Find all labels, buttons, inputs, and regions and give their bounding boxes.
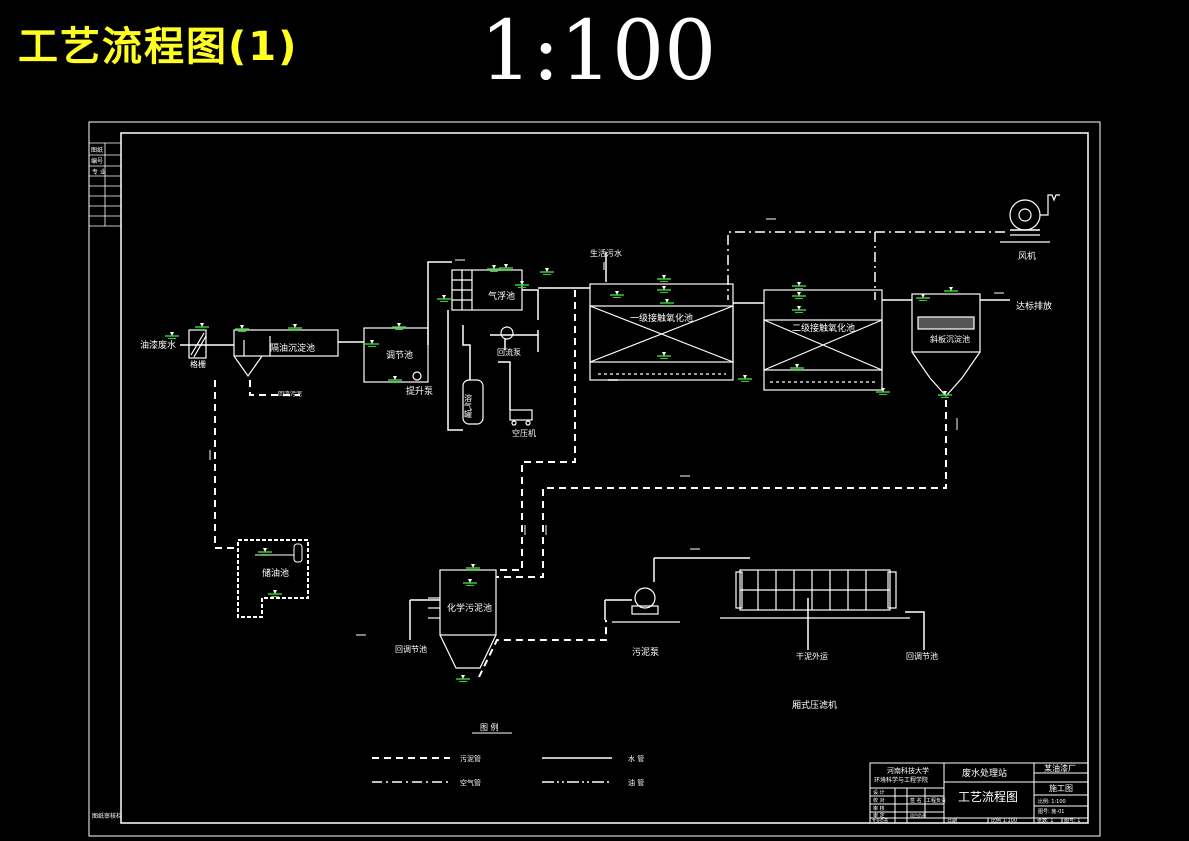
legend-oil-label: 油 管 [628,778,644,787]
label-sludge-pump: 污泥泵 [632,646,659,658]
scale-label: 1:100 [480,4,717,99]
page-title: 工艺流程图(1) [18,24,299,70]
tb-r5: 专业负责 [872,817,888,823]
label-air-float: 气浮池 [488,290,515,302]
tb-r3: 审 核 [873,805,885,812]
label-dissolved-tank: 溶气罐 [464,393,473,419]
tb-sig: 签 名 [910,797,922,804]
return-pump-icon [500,326,514,340]
water-pipes [180,229,1040,650]
label-domestic-water: 生活污水 [590,248,622,258]
sludge-pipes [214,290,947,678]
tb-b2: 比例 1:100 [991,817,1017,824]
label-chem-sludge: 化学污泥池 [447,602,492,614]
tb-stage: 施工图 [1049,783,1073,793]
side-strip-c: 专 业 [92,168,106,176]
label-oil-storage: 储油池 [262,567,289,579]
label-inlet: 油漆废水 [140,339,176,351]
label-compressor: 空压机 [512,428,536,438]
label-lift-pump: 提升泵 [406,386,433,397]
oil-sep-tank [233,329,339,378]
side-strip-a: 图纸 [91,146,103,154]
tb-b1: 日期 [947,818,957,824]
legend-title: 图 例 [480,722,499,732]
grid-screen [188,329,207,359]
tb-school: 河南科技大学 [887,766,929,775]
side-strip [89,142,121,227]
inclined-settler [911,293,981,397]
blower-icon [1000,194,1060,243]
label-oil-sep: 隔油沉淀池 [270,342,315,354]
tb-drawing: 工艺流程图 [958,789,1018,804]
label-return-pump: 回流泵 [497,347,521,357]
label-filter-press: 厢式压滤机 [792,699,837,711]
label-blower: 风机 [1018,250,1036,262]
label-sludge-out: 回流污泥 [278,390,302,398]
oil-storage-inner [255,543,303,563]
label-inclined: 斜板沉淀池 [930,334,970,344]
tb-right2: 图号: 施-01 [1038,808,1064,815]
outer-frame [88,121,1101,837]
lift-pump-icon [412,371,422,381]
legend-water-label: 水 管 [628,754,644,763]
label-to-equal-left: 回调节池 [395,644,427,654]
legend-sludge-label: 污泥管 [460,754,481,763]
label-contact2: 二级接触氧化池 [792,322,855,334]
tb-mid: 工程负责 [926,797,946,804]
oil-storage-tank [237,539,309,618]
contact-oxidation-2 [763,289,883,391]
air-flotation-tank [451,269,523,311]
tb-b3: 张数: 1 [1037,817,1053,824]
tb-dept: 环境科学与工程学院 [874,776,928,784]
side-strip-bottom: 图纸审核栏 [92,812,122,820]
tb-right1: 比例: 1:100 [1038,798,1066,805]
inner-frame [120,132,1089,824]
contact-oxidation-1 [589,283,734,381]
tb-b4: 图号: 1 [1064,818,1080,824]
flow-arrows [209,218,1004,636]
label-grid: 格栅 [190,359,206,369]
dissolved-air-tank [462,379,484,425]
title-block [869,762,1089,824]
sludge-pump-icon [612,587,680,623]
label-discharge: 达标排放 [1016,300,1052,312]
chem-sludge-tank [428,569,497,669]
compressor-icon [509,409,533,426]
label-equalization: 调节池 [386,349,413,361]
tb-r1: 设 计 [873,789,885,796]
tb-client: 某油漆厂 [1044,763,1076,773]
label-contact1: 一级接触氧化池 [630,312,693,324]
label-to-equal-right: 回调节池 [906,651,938,661]
legend-air-label: 空气管 [460,778,481,787]
side-strip-b: 编号 [91,157,103,165]
tb-r4: 审 定 [873,812,885,819]
label-cake-out: 干泥外运 [796,651,828,661]
tb-project: 废水处理站 [962,767,1007,779]
filter-press-icon [720,569,910,619]
tb-r6: 项目负责 [910,812,926,818]
tb-r2: 校 对 [873,797,885,804]
